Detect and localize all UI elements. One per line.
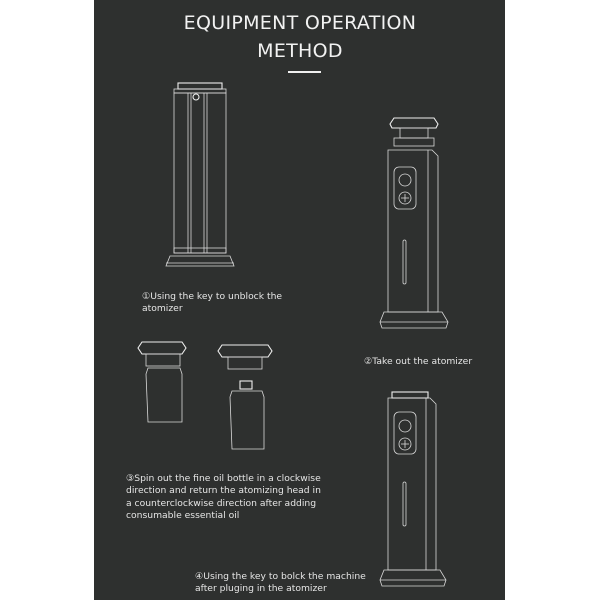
diffuser-atomizer-removed-illustration — [379, 117, 449, 329]
page-title-line1: EQUIPMENT OPERATION — [183, 12, 417, 34]
step-4-caption: ④Using the key to bolck the machine afte… — [195, 558, 366, 596]
page-title-line2: METHOD — [257, 40, 343, 62]
step-1-text: Using the key to unblock the atomizer — [142, 290, 283, 315]
step-2-caption: ②Take out the atomizer — [364, 343, 472, 368]
step-3-text: Spin out the fine oil bottle in a clockw… — [126, 472, 321, 522]
atomizer-assembled-illustration — [137, 341, 187, 423]
step-3-caption: ③Spin out the fine oil bottle in a clock… — [126, 460, 321, 523]
step-1-caption: ①Using the key to unblock the atomizer — [142, 278, 282, 316]
step-1-number: ① — [142, 290, 151, 302]
step-4-text: Using the key to bolck the machine after… — [195, 570, 366, 595]
step-2-number: ② — [364, 355, 373, 367]
step-3-number: ③ — [126, 472, 135, 484]
step-2-text: Take out the atomizer — [372, 355, 473, 367]
content-panel — [94, 0, 505, 600]
diffuser-locked-illustration — [379, 391, 447, 587]
title-underline — [288, 71, 321, 73]
atomizer-separated-illustration — [217, 344, 273, 450]
diffuser-side-view-illustration — [165, 82, 235, 267]
step-4-number: ④ — [195, 570, 204, 582]
